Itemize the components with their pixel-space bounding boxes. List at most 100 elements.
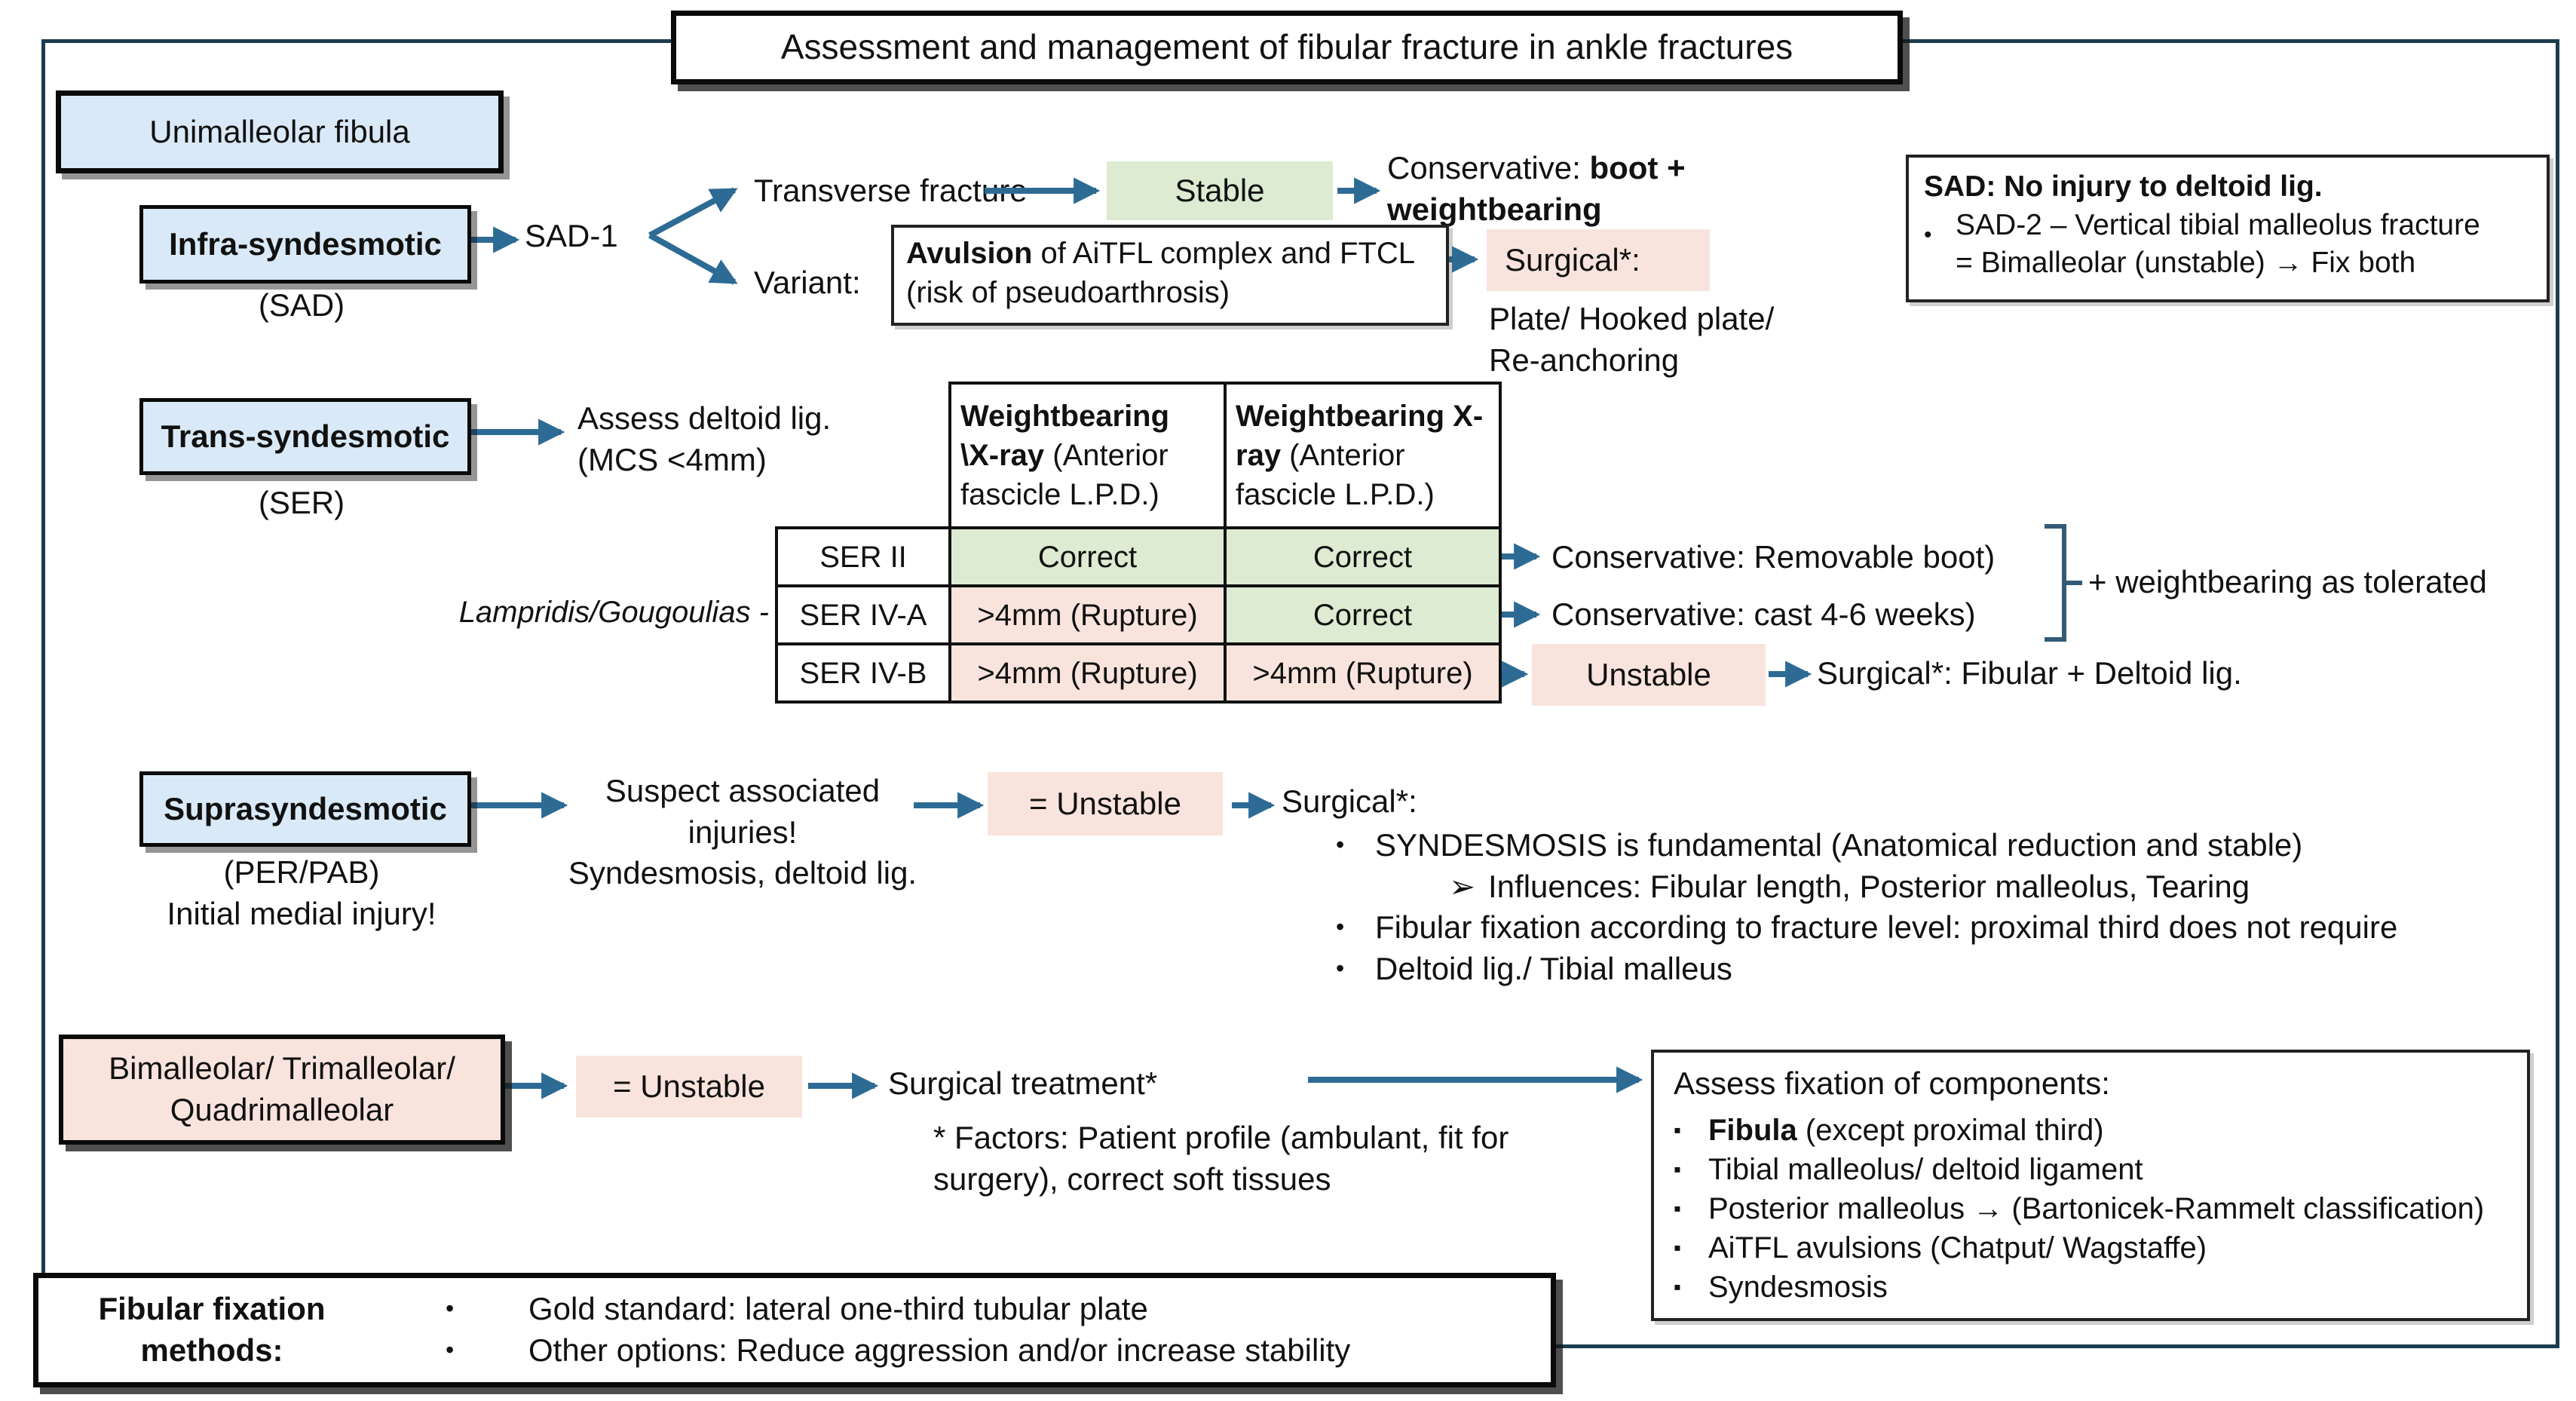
infra-sublabel: (SAD)	[258, 287, 345, 323]
sad-note-line2: = Bimalleolar (unstable) → Fix both	[1956, 247, 2416, 280]
outcome-ser4b: Surgical*: Fibular + Deltoid lig.	[1817, 655, 2242, 691]
supra-surgical-label: Surgical*:	[1282, 783, 1417, 819]
conservative-boot-text: Conservative: boot + weightbearing	[1387, 148, 1809, 230]
suspect-line2: injuries!	[688, 814, 798, 850]
unimalleolar-box: Unimalleolar fibula	[56, 90, 504, 173]
cell-xray-without: Correct	[948, 526, 1227, 587]
assess-fixation-box: Assess fixation of components: ▪ Fibula …	[1651, 1050, 2530, 1321]
square-bullet-icon: ▪	[1674, 1235, 1681, 1259]
factors-line1: * Factors: Patient profile (ambulant, fi…	[933, 1120, 1509, 1155]
square-bullet-icon: ▪	[1674, 1274, 1681, 1298]
supra-bullet-2: • Fibular fixation according to fracture…	[1336, 907, 2397, 949]
avulsion-bold: Avulsion	[906, 237, 1033, 270]
suspect-text: Suspect associated injuries! Syndesmosis…	[565, 771, 920, 894]
factors-note: * Factors: Patient profile (ambulant, fi…	[933, 1117, 1509, 1200]
sad-note-line1: SAD-2 – Vertical tibial malleolus fractu…	[1956, 208, 2480, 241]
conservative-prefix: Conservative:	[1387, 150, 1590, 185]
assess-line2: (MCS <4mm)	[577, 441, 767, 477]
row-label: SER II	[775, 526, 951, 587]
supra-bullet-3: • Deltoid lig./ Tibial malleus	[1336, 949, 2397, 990]
table-row-ser4b: SER IV-B >4mm (Rupture) >4mm (Rupture)	[775, 642, 1502, 704]
surgical-treatment-label: Surgical treatment*	[888, 1065, 1158, 1101]
infra-box: Infra-syndesmotic	[139, 205, 471, 284]
trans-box: Trans-syndesmotic	[139, 398, 471, 475]
assess-item-5: ▪ Syndesmosis	[1674, 1268, 2507, 1307]
bullet-icon: •	[446, 1336, 455, 1363]
sad1-node: SAD-1	[525, 218, 618, 253]
assess-line1: Assess deltoid lig.	[577, 400, 832, 436]
variant-label: Variant:	[754, 265, 861, 300]
square-bullet-icon: ▪	[1674, 1117, 1681, 1142]
cell-xray-with: Correct	[1224, 584, 1502, 645]
avulsion-line2: (risk of pseudoarthrosis)	[906, 276, 1230, 309]
bracket-note: + weightbearing as tolerated	[2088, 564, 2487, 599]
suspect-line1: Suspect associated	[605, 773, 881, 808]
arrow-sad1-branch-down	[648, 232, 738, 285]
unstable-box-supra: = Unstable	[988, 772, 1223, 835]
stable-box: Stable	[1107, 161, 1333, 220]
supra-bullet-1: • SYNDESMOSIS is fundamental (Anatomical…	[1336, 825, 2397, 866]
bullet-icon: •	[446, 1295, 455, 1323]
supra-surgical-bullets: • SYNDESMOSIS is fundamental (Anatomical…	[1336, 825, 2397, 989]
sad-note-heading: SAD: No injury to deltoid lig.	[1924, 170, 2323, 203]
bullet-icon: •	[1336, 831, 1345, 858]
fixation-bullet-1: • Gold standard: lateral one-third tubul…	[446, 1289, 1350, 1330]
avulsion-box: Avulsion of AiTFL complex and FTCL (risk…	[891, 225, 1449, 326]
bullet-icon: •	[1336, 913, 1345, 941]
assess-item-3: ▪ Posterior malleolus → (Bartonicek-Ramm…	[1674, 1189, 2507, 1228]
cell-xray-with: >4mm (Rupture)	[1224, 642, 1502, 704]
page-title: Assessment and management of fibular fra…	[780, 27, 1793, 67]
unstable-box-multi: = Unstable	[576, 1056, 802, 1117]
row-label: SER IV-A	[775, 584, 951, 645]
row-label: SER IV-B	[775, 642, 951, 704]
infra-surgical-options: Plate/ Hooked plate/ Re-anchoring	[1489, 299, 1774, 381]
transverse-label: Transverse fracture	[754, 173, 1028, 208]
outcome-ser2: Conservative: Removable boot)	[1551, 539, 1996, 575]
supra-sublabels: (PER/PAB) Initial medial injury!	[83, 852, 520, 934]
outcome-ser4a: Conservative: cast 4-6 weeks)	[1551, 596, 1976, 632]
infra-label: Infra-syndesmotic	[169, 225, 442, 262]
square-bullet-icon: ▪	[1674, 1196, 1681, 1220]
unstable-box-ser4b: Unstable	[1532, 644, 1766, 706]
options-line2: Re-anchoring	[1489, 342, 1680, 378]
fixation-methods-box: Fibular fixation methods: • Gold standar…	[33, 1273, 1556, 1387]
cell-xray-without: >4mm (Rupture)	[948, 584, 1227, 645]
factors-line2: surgery), correct soft tissues	[933, 1160, 1331, 1197]
bullet-icon: •	[1924, 222, 1932, 247]
supra-sub-bullet: ➢ Influences: Fibular length, Posterior …	[1449, 866, 2397, 908]
suspect-line3: Syndesmosis, deltoid lig.	[568, 855, 917, 891]
bracket-weightbearing	[2045, 524, 2082, 642]
ser-table: Weightbearing \X-ray (Anterior fascicle …	[775, 382, 1502, 704]
bullet-icon: •	[1336, 954, 1345, 982]
trans-sublabel: (SER)	[258, 485, 345, 520]
table-row-ser4a: SER IV-A >4mm (Rupture) Correct	[775, 584, 1502, 645]
infra-surgical-box: Surgical*:	[1487, 229, 1710, 291]
assess-item-2: ▪ Tibial malleolus/ deltoid ligament	[1674, 1150, 2507, 1189]
fixation-bullet-2: • Other options: Reduce aggression and/o…	[446, 1330, 1350, 1372]
supra-label: Suprasyndesmotic	[164, 790, 447, 826]
header-cell-2: Weightbearing X-ray (Anterior fascicle L…	[1224, 382, 1502, 529]
assess-item-4: ▪ AiTFL avulsions (Chatput/ Wagstaffe)	[1674, 1228, 2507, 1268]
supra-sublabel-1: (PER/PAB)	[223, 854, 380, 890]
source-attribution: Lampridis/Gougoulias -	[458, 596, 769, 629]
supra-sublabel-2: Initial medial injury!	[167, 895, 436, 931]
sad-note-box: SAD: No injury to deltoid lig. • SAD-2 –…	[1906, 155, 2550, 302]
table-header-row: Weightbearing \X-ray (Anterior fascicle …	[776, 382, 1502, 529]
assess-item-1: ▪ Fibula (except proximal third)	[1674, 1111, 2507, 1150]
supra-box: Suprasyndesmotic	[139, 771, 471, 847]
fixation-methods-heading: Fibular fixation methods:	[98, 1291, 326, 1368]
conservative-bold-2: weightbearing	[1387, 191, 1602, 227]
title-box: Assessment and management of fibular fra…	[671, 11, 1903, 84]
square-bullet-icon: ▪	[1674, 1157, 1681, 1181]
assess-heading: Assess fixation of components:	[1674, 1065, 2110, 1101]
header-cell-1: Weightbearing \X-ray (Anterior fascicle …	[948, 382, 1227, 529]
arrow-sad1-branch-up	[648, 187, 738, 238]
unimalleolar-label: Unimalleolar fibula	[149, 113, 410, 149]
cell-xray-with: Correct	[1224, 526, 1502, 587]
options-line1: Plate/ Hooked plate/	[1489, 301, 1775, 336]
bimalleolar-line1: Bimalleolar/ Trimalleolar/	[109, 1050, 455, 1087]
table-row-ser2: SER II Correct Correct	[775, 526, 1502, 587]
trans-label: Trans-syndesmotic	[161, 418, 450, 454]
